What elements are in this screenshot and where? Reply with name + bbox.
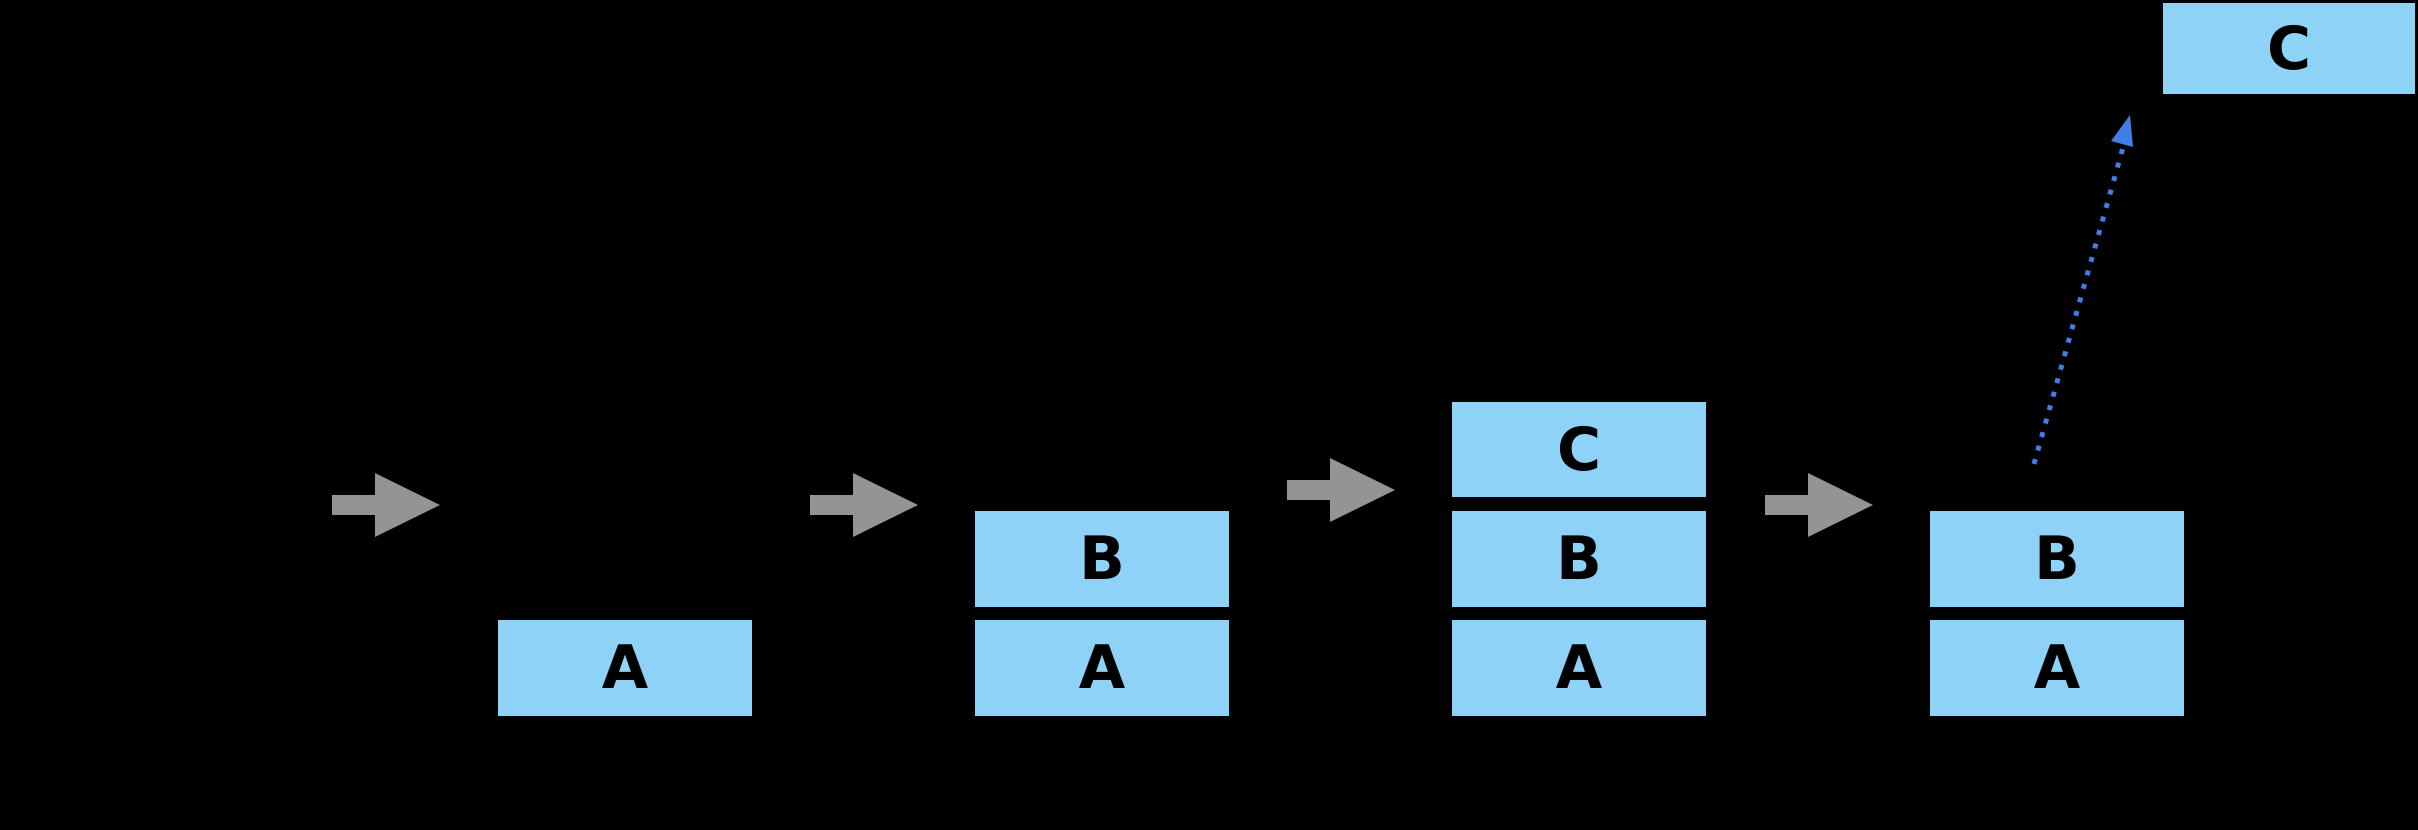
stage4-box-b-label: B <box>2034 524 2080 594</box>
stage4-box-a: A <box>1930 620 2184 716</box>
right-block-arrow-icon <box>332 473 440 537</box>
popped-box-c: C <box>2163 3 2415 94</box>
stage4-box-a-label: A <box>2033 633 2081 703</box>
right-block-arrow-icon <box>810 473 918 537</box>
stage3-box-c: C <box>1452 402 1706 497</box>
stage3-box-c-label: C <box>1556 414 1602 485</box>
stage3-box-a-label: A <box>1555 633 1603 703</box>
right-block-arrow-icon <box>1287 458 1395 522</box>
stage2-box-a-label: A <box>1078 633 1126 703</box>
stage1-box-a-label: A <box>601 633 649 703</box>
popped-box-c-label: C <box>2266 13 2312 84</box>
stage2-box-a: A <box>975 620 1229 716</box>
stage3-box-b-label: B <box>1556 524 1602 594</box>
stage2-box-b: B <box>975 511 1229 607</box>
stage3-box-a: A <box>1452 620 1706 716</box>
stage4-box-b: B <box>1930 511 2184 607</box>
stage1-box-a: A <box>498 620 752 716</box>
stage2-box-b-label: B <box>1079 524 1125 594</box>
right-block-arrow-icon <box>1765 473 1873 537</box>
stage3-box-b: B <box>1452 511 1706 607</box>
